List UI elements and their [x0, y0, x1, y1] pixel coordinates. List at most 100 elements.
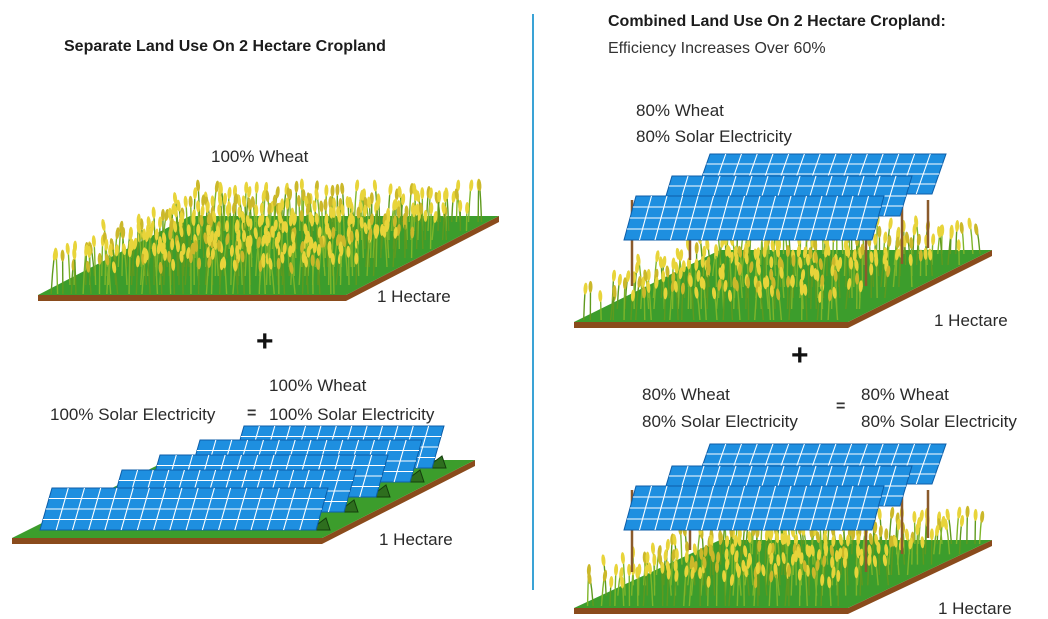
wheat-head: [673, 559, 678, 572]
wheat-head: [247, 186, 252, 199]
wheat-head: [275, 186, 280, 199]
wheat-head: [72, 247, 77, 260]
wheat-head: [895, 236, 900, 249]
wheat-head: [240, 211, 246, 223]
wheat-head: [612, 285, 617, 298]
wheat-head: [646, 268, 651, 281]
wheat-head: [444, 187, 449, 200]
wheat-head: [747, 530, 752, 543]
wheat-head: [736, 565, 741, 578]
wheat-head: [662, 255, 667, 268]
wheat-head: [654, 276, 659, 289]
wheat-head: [327, 227, 332, 240]
wheat-head: [773, 562, 778, 575]
wheat-head: [259, 202, 264, 215]
wheat-head: [956, 239, 961, 252]
wheat-head: [285, 197, 290, 210]
wheat-head: [583, 282, 588, 295]
wheat-head: [53, 247, 58, 260]
wheat-head: [179, 225, 184, 238]
wheat-head: [813, 251, 818, 264]
wheat-head: [831, 566, 836, 579]
wheat-head: [626, 270, 631, 283]
wheat-head: [717, 278, 722, 291]
wheat-head: [288, 245, 293, 258]
wheat-head: [410, 226, 415, 239]
wheat-head: [331, 226, 336, 239]
left-total-wheat: 100% Wheat: [269, 376, 367, 395]
wheat-head: [703, 544, 708, 557]
right-equals-sign: =: [836, 398, 846, 415]
wheat-head: [415, 203, 420, 216]
wheat-head: [225, 233, 230, 246]
wheat-head: [747, 552, 753, 565]
wheat-head: [904, 528, 910, 541]
wheat-head: [813, 267, 818, 280]
wheat-head: [855, 272, 860, 285]
wheat-head: [723, 279, 728, 292]
wheat-head: [802, 560, 807, 573]
wheat-head: [847, 277, 852, 290]
wheat-head: [617, 273, 622, 286]
wheat-head: [769, 285, 774, 298]
wheat-head: [965, 505, 970, 518]
wheat-head: [207, 256, 212, 269]
wheat-head: [101, 219, 106, 231]
wheat-head: [214, 180, 220, 193]
right-top-area-label: 1 Hectare: [934, 311, 1008, 330]
wheat-head: [775, 288, 781, 301]
wheat-head: [737, 263, 742, 276]
wheat-head: [830, 556, 835, 569]
wheat-head: [254, 204, 259, 217]
wheat-head: [244, 181, 249, 194]
wheat-head: [477, 179, 482, 192]
wheat-head: [323, 198, 328, 211]
wheat-head: [212, 210, 217, 223]
wheat-head: [945, 508, 950, 521]
wheat-head: [943, 518, 948, 531]
wheat-head: [681, 260, 686, 273]
wheat-head: [709, 534, 714, 547]
wheat-head: [764, 528, 769, 541]
wheat-head: [674, 569, 679, 582]
wheat-head: [158, 261, 163, 274]
wheat-head: [869, 251, 874, 264]
wheat-head: [337, 210, 342, 223]
wheat-head: [674, 548, 679, 561]
wheat-head: [327, 246, 332, 259]
wheat-head: [264, 234, 269, 247]
wheat-head: [469, 179, 474, 192]
wheat-head: [727, 245, 732, 258]
wheat-head: [854, 259, 859, 272]
wheat-head: [175, 240, 180, 253]
wheat-head: [973, 508, 978, 521]
wheat-head: [218, 181, 223, 194]
wheat-head: [240, 250, 245, 263]
wheat-head: [363, 204, 368, 217]
wheat-head: [152, 244, 157, 257]
wheat-head: [931, 233, 936, 246]
wheat-head: [265, 190, 270, 203]
wheat-head: [193, 187, 198, 200]
wheat-head: [171, 258, 176, 271]
wheat-head: [330, 184, 335, 197]
wheat-head: [273, 219, 278, 232]
wheat-head: [359, 216, 364, 229]
wheat-head: [800, 269, 806, 282]
wheat-head: [887, 235, 892, 247]
wheat-head: [456, 179, 461, 192]
wheat-head: [838, 533, 844, 546]
wheat-head: [210, 195, 215, 208]
wheat-head: [757, 540, 762, 553]
wheat-head: [799, 283, 804, 296]
wheat-head: [349, 212, 354, 225]
wheat-head: [282, 242, 287, 255]
wheat-head: [237, 206, 242, 219]
wheat-head: [199, 214, 204, 227]
wheat-head: [635, 566, 640, 579]
wheat-head: [349, 230, 354, 243]
wheat-head: [767, 542, 772, 555]
wheat-head: [859, 554, 864, 567]
wheat-head: [367, 196, 372, 209]
wheat-head: [256, 236, 261, 249]
